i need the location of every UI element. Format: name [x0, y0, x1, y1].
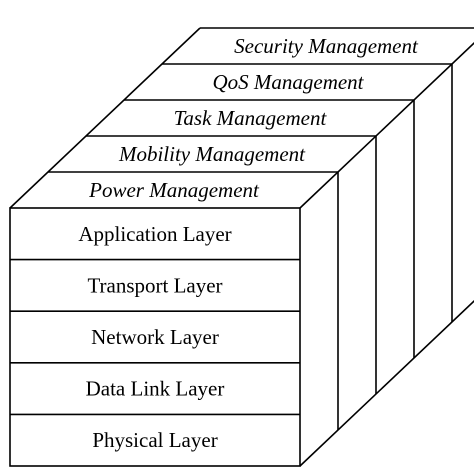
- top-right-edge: [299, 42, 474, 209]
- layer-label: Network Layer: [91, 325, 219, 349]
- plane-label: Power Management: [88, 178, 260, 202]
- plane-label: Task Management: [174, 106, 328, 130]
- layer-label: Physical Layer: [92, 428, 217, 452]
- top-left-edge: [9, 27, 201, 209]
- front-face: [9, 207, 301, 467]
- plane-label: Mobility Management: [118, 142, 306, 166]
- layer-label: Transport Layer: [87, 273, 222, 297]
- side-bottom-edge: [299, 300, 474, 467]
- plane-label: QoS Management: [212, 70, 364, 94]
- plane-label: Security Management: [234, 34, 419, 58]
- layer-label: Application Layer: [78, 222, 231, 246]
- layer-label: Data Link Layer: [86, 377, 225, 401]
